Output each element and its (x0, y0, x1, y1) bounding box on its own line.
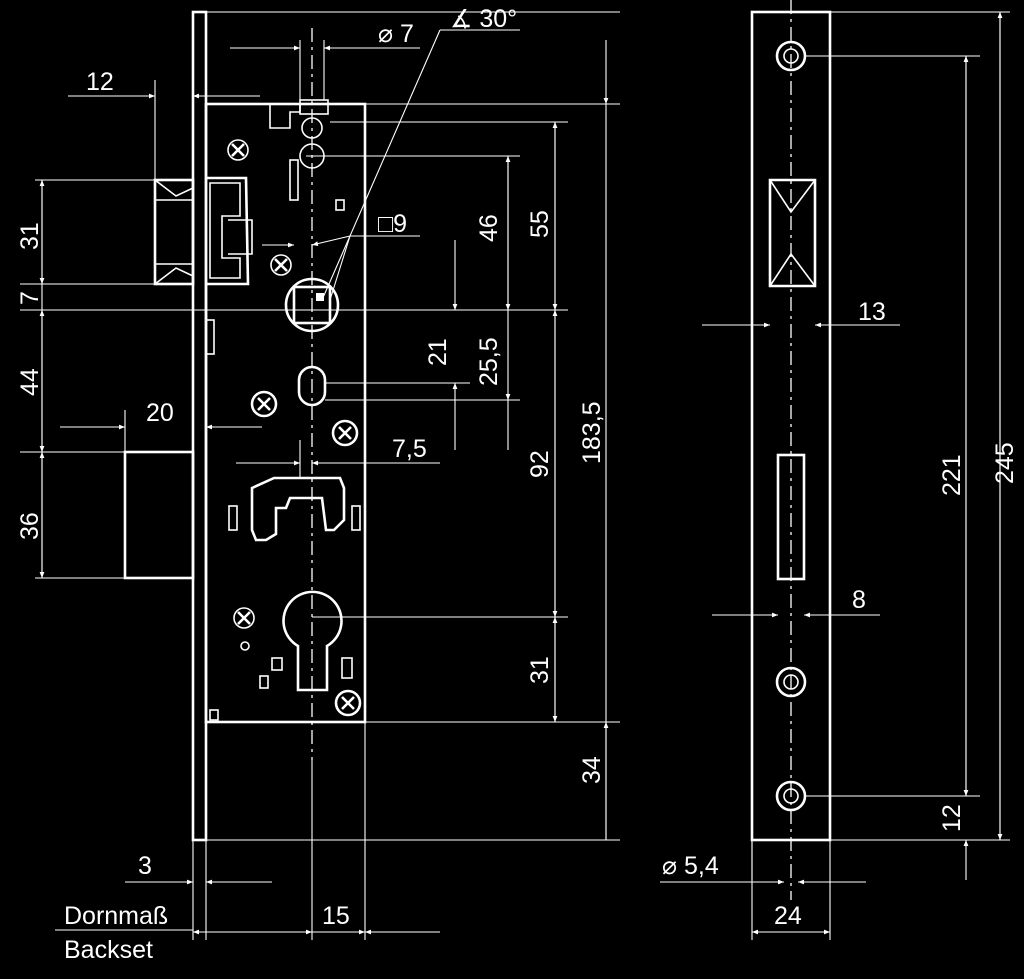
guide-slot (297, 365, 327, 407)
lock-body-side-view (123, 10, 568, 842)
dim-55: 55 (526, 210, 554, 238)
deadbolt-opening (776, 453, 806, 581)
top-guide-plate (269, 104, 301, 129)
backset-label-en: Backset (64, 936, 153, 964)
dim-31-cylinder: 31 (526, 656, 554, 684)
dim-21: 21 (424, 338, 452, 366)
screw-icon-4 (331, 419, 359, 447)
left-dimension-labels: 12 ⌀ 7 ∡ 30° □9 31 7 44 36 20 7,5 46 55 … (16, 5, 606, 964)
cylinder-keyhole (282, 590, 343, 692)
right-dimension-labels: 13 8 221 245 12 ⌀ 5,4 24 (662, 298, 1019, 930)
dim-25-5: 25,5 (475, 337, 503, 386)
faceplate-front-view (750, 0, 832, 900)
latch-opening (768, 178, 817, 288)
left-dimension-lines (20, 11, 620, 940)
dim-square-9: □9 (378, 210, 407, 238)
dim-diameter-7: ⌀ 7 (378, 20, 414, 48)
dim-183-5: 183,5 (578, 401, 606, 464)
dead-bolt (123, 450, 195, 580)
dim-12-bottom: 12 (938, 804, 966, 832)
faceplate-outline (191, 10, 208, 842)
latch-bolt (153, 178, 195, 286)
dim-8: 8 (852, 586, 866, 614)
dim-13: 13 (858, 298, 886, 326)
dim-20: 20 (146, 399, 174, 427)
faceplate-screw-hole-middle (775, 666, 807, 698)
dim-92: 92 (526, 450, 554, 478)
dim-34: 34 (578, 756, 606, 784)
screw-icon-2 (270, 254, 292, 276)
dim-12: 12 (86, 68, 114, 96)
dim-245: 245 (991, 442, 1019, 484)
dim-7: 7 (16, 291, 44, 305)
right-dimension-lines (660, 11, 1010, 940)
dim-36: 36 (16, 512, 44, 540)
dim-44: 44 (16, 368, 44, 396)
dim-diameter-5-4: ⌀ 5,4 (662, 852, 719, 880)
dim-7-5: 7,5 (392, 435, 427, 463)
dim-24: 24 (774, 902, 802, 930)
dim-angle-30: ∡ 30° (450, 5, 517, 33)
latch-mechanism (206, 176, 253, 286)
backset-label-de: Dornmaß (64, 902, 168, 930)
screw-icon-5 (233, 607, 255, 629)
screw-icon-3 (250, 390, 278, 418)
dim-3: 3 (138, 852, 152, 880)
screw-icon-6 (334, 689, 362, 717)
lever-mechanism (250, 476, 346, 542)
screw-icon-1 (227, 139, 249, 161)
dim-221: 221 (938, 454, 966, 496)
dim-15: 15 (322, 902, 350, 930)
dim-31-latch: 31 (16, 222, 44, 250)
dim-46: 46 (475, 214, 503, 242)
